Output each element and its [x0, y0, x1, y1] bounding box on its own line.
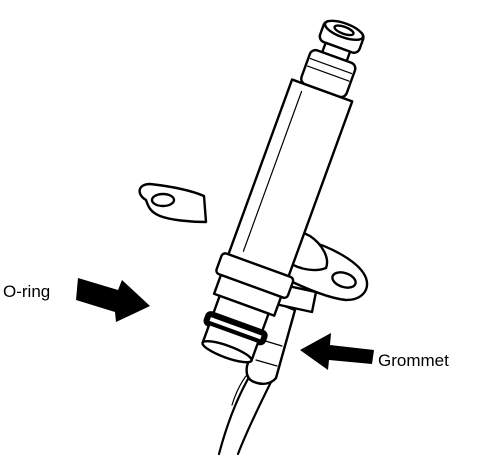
grommet-label: Grommet — [378, 351, 449, 370]
grommet-arrow — [300, 333, 374, 370]
fuel-injector — [201, 19, 365, 364]
mounting-bracket — [138, 182, 369, 302]
oring-arrow — [76, 278, 150, 322]
oring-label: O-ring — [3, 282, 50, 301]
